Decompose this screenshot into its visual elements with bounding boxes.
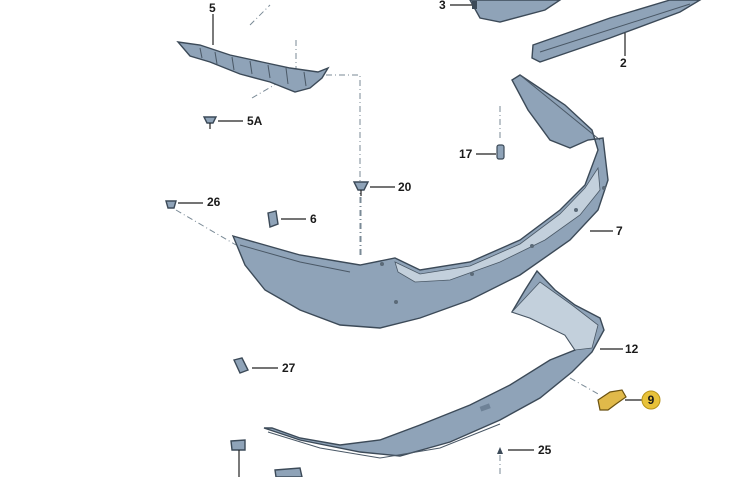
part-6-bracket[interactable]: [267, 210, 306, 228]
callout-17: 17: [459, 147, 473, 161]
part-5-ribs: [199, 47, 307, 87]
part-3-shape: [469, 0, 562, 23]
part-25-marker[interactable]: [497, 447, 534, 454]
part-7-shape: [231, 74, 609, 329]
part-26-clip[interactable]: [165, 200, 203, 209]
callout-7: 7: [616, 224, 623, 238]
callout-6: 6: [310, 212, 317, 226]
callout-3: 3: [439, 0, 446, 12]
part-9-highlighted[interactable]: [597, 389, 642, 411]
callout-12: 12: [625, 342, 639, 356]
part-27-clip[interactable]: [233, 357, 278, 374]
callout-26: 26: [207, 195, 221, 209]
callout-9-badge: [641, 390, 661, 410]
part-2-rail[interactable]: [531, 0, 702, 63]
part-20-fastener[interactable]: [352, 181, 395, 196]
part-2-shape: [531, 0, 702, 63]
callout-5: 5: [209, 1, 216, 15]
part-3-trim[interactable]: [450, 0, 562, 23]
callout-2: 2: [620, 56, 627, 70]
bottom-partial-parts: [230, 439, 303, 477]
part-7-bumper-cover[interactable]: [231, 74, 613, 329]
part-7-lower-shadow: [394, 166, 601, 283]
callout-20: 20: [398, 180, 412, 194]
callout-27: 27: [282, 361, 296, 375]
callout-labels: 5 3 2 5A 17 20 26 6 7 12 27 9 25: [207, 0, 661, 457]
part-12-diffuser[interactable]: [263, 269, 623, 459]
callout-9: 9: [648, 393, 655, 407]
part-5-bracket[interactable]: [176, 14, 330, 93]
part-12-inner: [511, 281, 599, 351]
part-12-shape: [263, 269, 605, 457]
callout-5a: 5A: [247, 114, 263, 128]
part-9-shape: [597, 389, 627, 411]
callout-25: 25: [538, 443, 552, 457]
part-17-screw[interactable]: [476, 144, 505, 160]
part-5a-clip[interactable]: [202, 116, 243, 129]
